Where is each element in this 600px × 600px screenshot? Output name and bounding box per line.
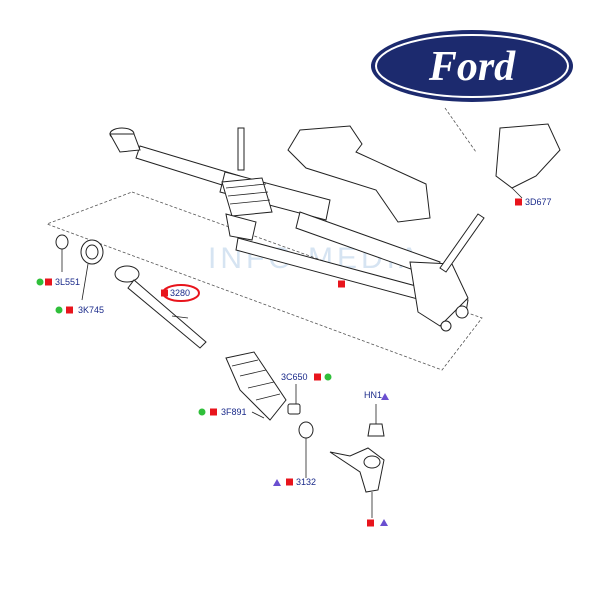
green-dot-marker — [55, 306, 63, 314]
part-3l551-ring — [55, 234, 69, 250]
steering-rack — [109, 127, 485, 332]
ford-logo-oval — [371, 30, 573, 102]
red-square-marker — [286, 478, 293, 486]
red-square-marker — [45, 278, 52, 286]
label-outer-tie-rod-end[interactable] — [367, 519, 388, 527]
green-dot-marker — [36, 278, 44, 286]
part-3132-nut — [298, 421, 314, 439]
red-square-marker — [66, 306, 73, 314]
label-3132[interactable]: 3132 — [273, 477, 316, 487]
green-dot-marker — [324, 373, 332, 381]
label-text: 3C650 — [281, 372, 308, 382]
label-text: 3L551 — [55, 277, 80, 287]
label-steering-rack[interactable] — [338, 280, 345, 288]
label-text: 3132 — [296, 477, 316, 487]
red-square-marker — [210, 408, 217, 416]
assembly-dashed-outline-top — [444, 107, 477, 153]
red-square-marker — [161, 289, 168, 297]
part-3c650-clip — [287, 403, 301, 415]
label-text: HN1 — [364, 390, 382, 400]
red-square-marker — [367, 519, 374, 527]
label-3f891[interactable]: 3F891 — [198, 407, 247, 417]
label-text: 3F891 — [221, 407, 247, 417]
label-text: 3K745 — [78, 305, 104, 315]
label-3280[interactable]: 3280 — [161, 288, 190, 298]
part-hn1-nut — [367, 423, 385, 437]
label-3l551[interactable]: 3L551 — [36, 277, 81, 287]
label-3c650[interactable]: 3C650 — [281, 372, 332, 382]
purple-triangle-marker — [273, 479, 281, 486]
part-3f891-boot — [225, 351, 287, 421]
label-text: 3D677 — [525, 197, 552, 207]
purple-triangle-marker — [381, 393, 389, 400]
ford-logo-text: Ford — [428, 44, 516, 90]
label-3d677[interactable]: 3D677 — [515, 197, 552, 207]
purple-triangle-marker — [380, 519, 388, 526]
ford-logo-inner-ring — [375, 34, 569, 98]
label-text: 3280 — [170, 288, 190, 298]
label-hn1[interactable]: HN1 — [364, 390, 389, 400]
part-3280-tie-rod — [114, 265, 207, 349]
ford-logo: Ford — [371, 30, 573, 102]
red-square-marker — [314, 373, 321, 381]
green-dot-marker — [198, 408, 206, 416]
outer-tie-rod-end — [329, 447, 385, 518]
part-3d677-shape — [495, 123, 561, 189]
heat-shield — [287, 125, 431, 223]
red-square-marker — [338, 280, 345, 288]
red-square-marker — [515, 198, 522, 206]
label-3k745[interactable]: 3K745 — [55, 305, 105, 315]
